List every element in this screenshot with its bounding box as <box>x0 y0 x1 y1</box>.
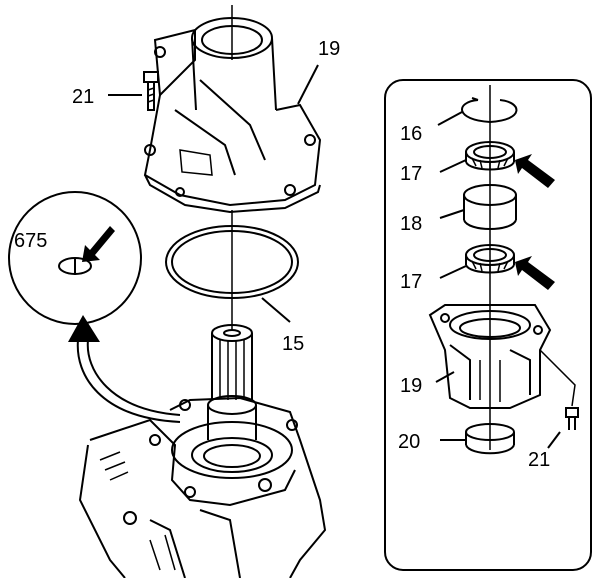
transmission-case <box>78 396 327 578</box>
bolt-icon <box>143 71 159 111</box>
leader-line <box>439 159 467 173</box>
leader-line <box>297 64 319 105</box>
arrow-icon <box>515 256 555 290</box>
callout-21-top: 21 <box>72 86 94 108</box>
leader-line <box>437 111 463 126</box>
lower-race <box>465 423 515 455</box>
arrow-icon <box>82 226 115 262</box>
leader-line <box>261 297 291 323</box>
callout-675: 675 <box>14 230 47 252</box>
bearing-upper <box>465 141 515 171</box>
callout-15: 15 <box>282 333 304 355</box>
callout-19-top: 19 <box>318 38 340 60</box>
callout-21-detail: 21 <box>528 449 550 471</box>
leader-line <box>539 349 576 407</box>
callout-20: 20 <box>398 431 420 453</box>
spacer <box>463 184 517 230</box>
leader-line <box>439 265 467 279</box>
bolt-icon <box>565 407 579 430</box>
detail-circle <box>8 191 142 325</box>
leader-line <box>439 209 465 219</box>
callout-17-upper: 17 <box>400 163 422 185</box>
callout-19-detail: 19 <box>400 375 422 397</box>
seal-ring <box>165 225 299 299</box>
leader-line <box>435 371 455 383</box>
callout-17-lower: 17 <box>400 271 422 293</box>
callout-18: 18 <box>400 213 422 235</box>
leader-line <box>547 431 561 449</box>
bearing-lower <box>465 244 515 274</box>
callout-16: 16 <box>400 123 422 145</box>
curved-arrow-icon <box>68 315 181 423</box>
extension-housing <box>143 5 322 214</box>
snap-ring <box>461 97 518 124</box>
arrow-icon <box>515 154 555 188</box>
output-shaft <box>207 324 257 440</box>
detail-panel <box>384 79 592 571</box>
housing-detail <box>428 304 552 409</box>
